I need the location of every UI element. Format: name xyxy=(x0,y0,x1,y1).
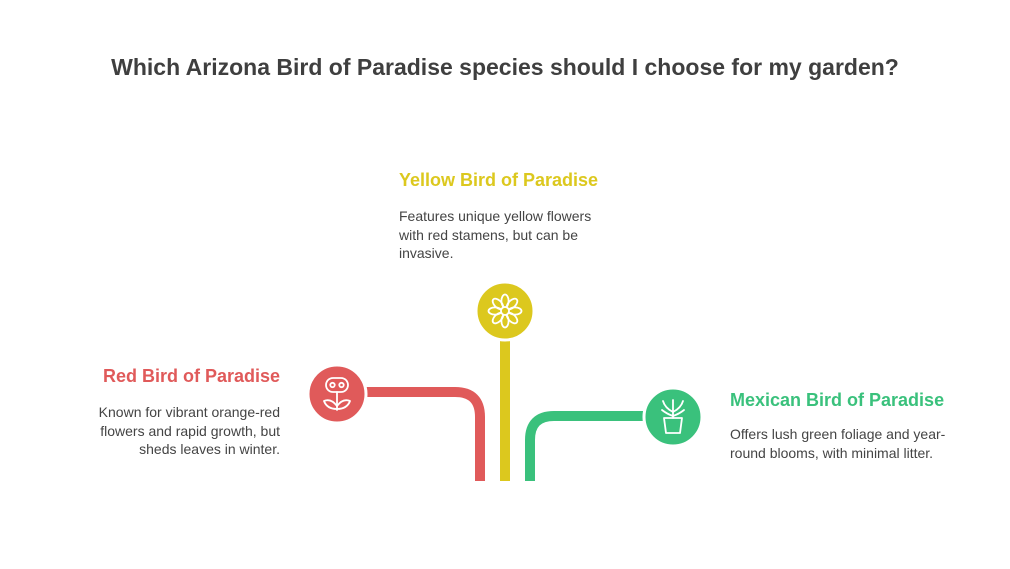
red-description: Known for vibrant orange-red flowers and… xyxy=(98,404,280,457)
red-connector-line xyxy=(364,387,485,481)
flower-pot-icon xyxy=(323,377,351,411)
green-heading: Mexican Bird of Paradise xyxy=(730,390,945,410)
diagram-title: Which Arizona Bird of Paradise species s… xyxy=(111,54,899,80)
yellow-node xyxy=(474,280,536,342)
green-description: Offers lush green foliage and year-round… xyxy=(730,426,946,461)
yellow-heading: Yellow Bird of Paradise xyxy=(399,170,599,190)
red-heading: Red Bird of Paradise xyxy=(102,366,280,386)
green-node xyxy=(642,386,704,448)
potted-plant-icon xyxy=(661,399,685,434)
yellow-description: Features unique yellow flowers with red … xyxy=(399,208,592,261)
green-connector-line xyxy=(525,411,646,481)
sunflower-icon xyxy=(487,293,523,329)
red-node xyxy=(306,363,368,425)
